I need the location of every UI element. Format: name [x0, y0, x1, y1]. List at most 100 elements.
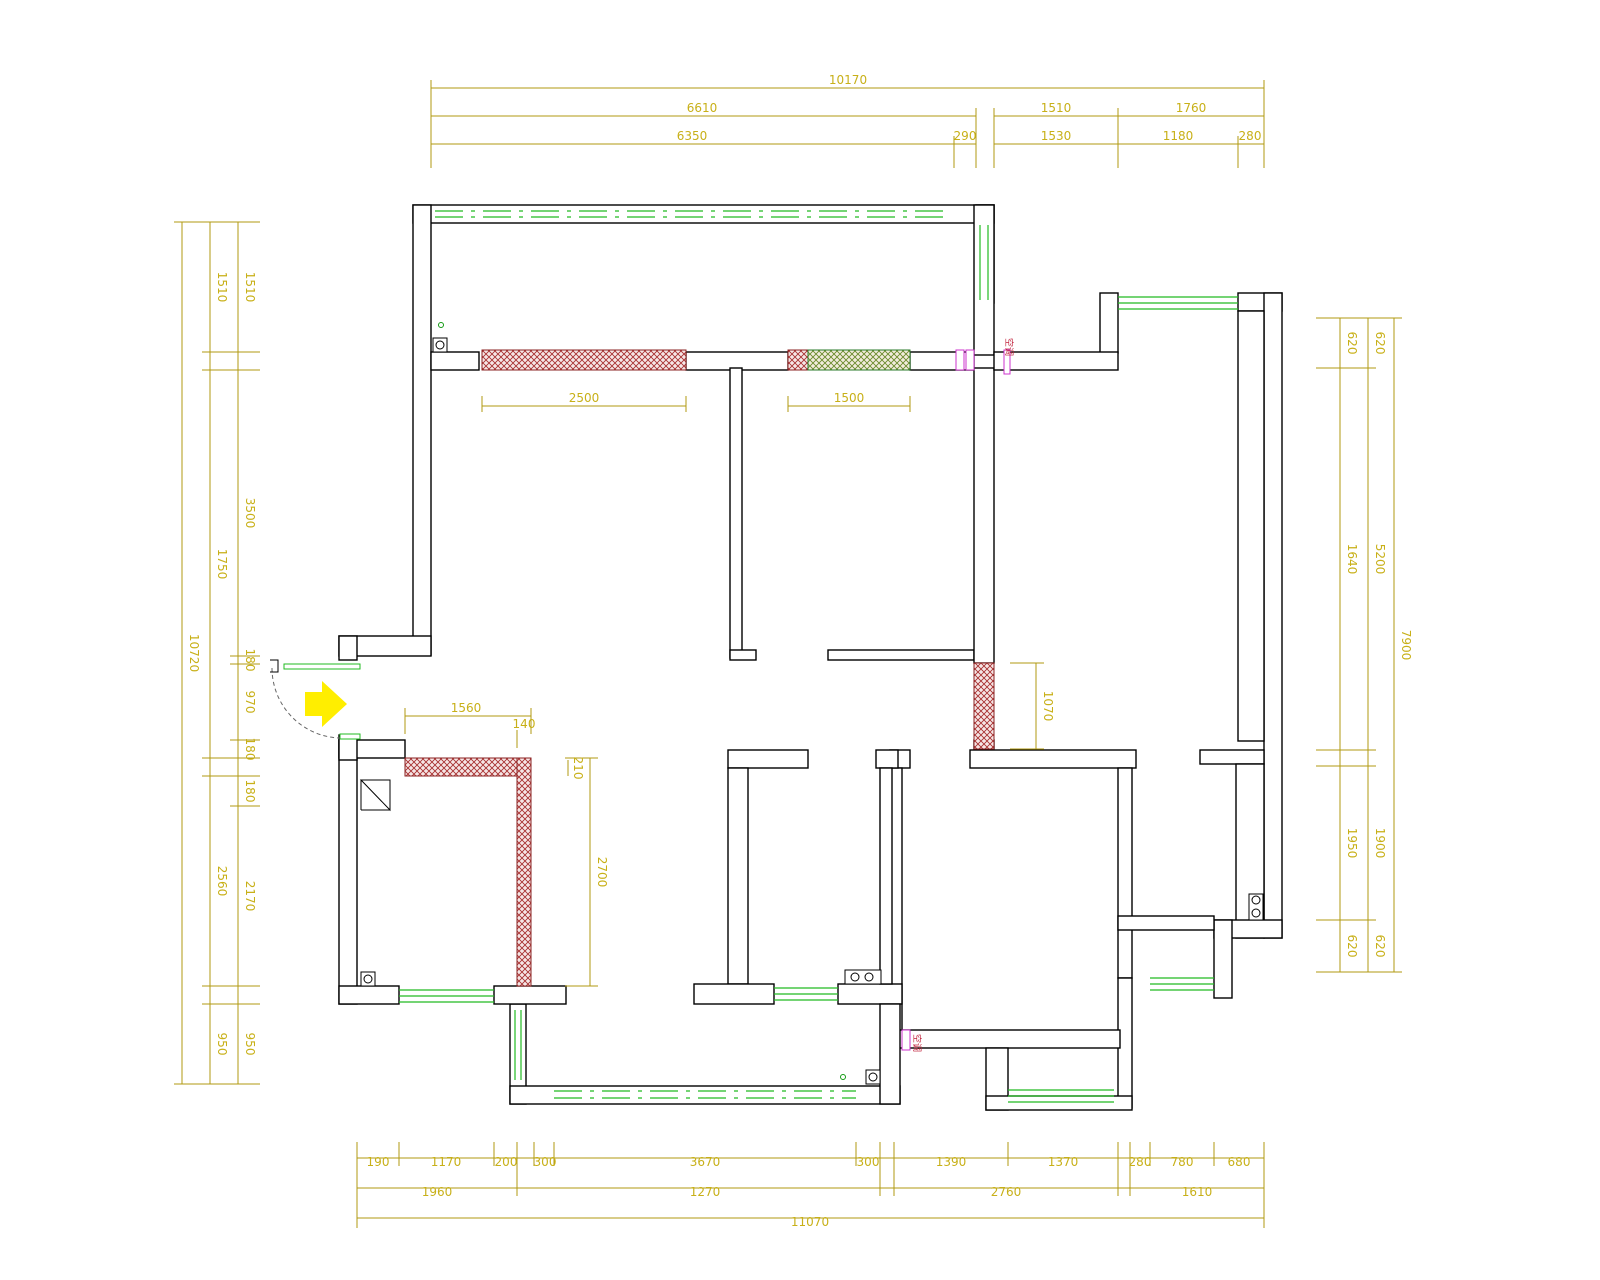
dim-top-row3: 280 — [1239, 129, 1262, 143]
entry-door-swing — [271, 667, 341, 739]
wall-central-mid — [973, 367, 995, 664]
wall-lower-mid-bottom — [889, 1029, 1121, 1049]
window-bottom-south — [554, 1090, 856, 1099]
wall-right-balcony-left — [1099, 292, 1119, 354]
partition-hatch-upper-right-cap — [787, 349, 809, 371]
windows — [399, 210, 1238, 1103]
dim-left-inner: 950 — [243, 1033, 257, 1056]
wall-center-right-cap — [875, 749, 899, 769]
drain-icon — [1251, 908, 1261, 918]
entrance — [270, 659, 361, 740]
ac-unit-icon — [955, 349, 965, 371]
entry-door-leaf-bottom — [339, 733, 361, 740]
wall-center-left — [727, 767, 749, 985]
partition-hatch-lower-left-top — [404, 757, 532, 777]
wall-right-stub — [1199, 749, 1265, 765]
dim-bottom-row1: 280 — [1129, 1155, 1152, 1169]
dim-top-row2: 1760 — [1176, 101, 1207, 115]
dim-left-inner: 970 — [243, 691, 257, 714]
dim-right-mid: 620 — [1373, 332, 1387, 355]
entry-door-leaf-top — [283, 663, 361, 670]
entry-door-hinge — [270, 659, 279, 673]
dim-bottom-row1: 200 — [495, 1155, 518, 1169]
dim-right-mid: 620 — [1373, 935, 1387, 958]
wall-balcony-divider-1 — [430, 351, 480, 371]
dim-bottom-row1: 1390 — [936, 1155, 967, 1169]
dim-left-mid: 1510 — [215, 272, 229, 303]
wall-right-lower-vertical — [1213, 919, 1233, 999]
floor-drain-icon — [438, 322, 444, 328]
walls — [338, 204, 1283, 1111]
drain-icon — [435, 340, 445, 350]
dim-right-inner: 620 — [1345, 332, 1359, 355]
dim-bottom-total: 11070 — [791, 1215, 829, 1229]
dim-bottom-row1: 300 — [534, 1155, 557, 1169]
dim-bottom-row1: 300 — [857, 1155, 880, 1169]
entrance-arrow-icon — [305, 681, 347, 727]
ac-unit-icon — [901, 1029, 911, 1051]
wall-bottom-south — [509, 1085, 901, 1105]
dim-interior: 210 — [571, 757, 585, 780]
wall-lower-left-outer — [338, 739, 358, 1005]
partition-hatch-central — [973, 662, 995, 750]
dim-bottom-row2: 1270 — [690, 1185, 721, 1199]
dim-top-row3: 1530 — [1041, 129, 1072, 143]
window-bath-right — [1150, 977, 1214, 991]
wall-balcony-divider-2 — [685, 351, 789, 371]
wall-lower-right-divider — [1117, 767, 1133, 979]
dim-bottom-row1: 780 — [1171, 1155, 1194, 1169]
dim-left-inner: 180 — [243, 649, 257, 672]
dim-bottom-row1: 1170 — [431, 1155, 462, 1169]
dim-left-mid: 2560 — [215, 866, 229, 897]
wall-lower-left-bottom-1 — [338, 985, 400, 1005]
fixtures: 空调 空调 — [359, 322, 1264, 1085]
dim-bottom-row1: 1370 — [1048, 1155, 1079, 1169]
window-top-right — [979, 225, 989, 300]
dim-top-row3: 6350 — [677, 129, 708, 143]
partition-hatch-upper-right — [807, 349, 911, 371]
window-lower-left — [399, 989, 494, 1003]
dim-left-inner: 180 — [243, 738, 257, 761]
wall-left-upper — [412, 204, 432, 656]
wall-upper-room-divider — [729, 367, 743, 659]
wall-center-bottom-right — [837, 983, 903, 1005]
dim-top-row2: 6610 — [687, 101, 718, 115]
wall-center-right — [879, 767, 893, 985]
dim-right-inner: 1950 — [1345, 828, 1359, 859]
dim-left-inner: 3500 — [243, 498, 257, 529]
wall-right-outer — [1263, 292, 1283, 939]
wall-entry-top-stub — [338, 635, 358, 661]
dim-right-inner: 620 — [1345, 935, 1359, 958]
dim-left-inner: 2170 — [243, 881, 257, 912]
dim-top-total: 10170 — [829, 73, 867, 87]
drain-icon — [868, 1072, 878, 1082]
dim-interior: 2700 — [595, 857, 609, 888]
dim-left-mid: 1750 — [215, 549, 229, 580]
flue-icon — [359, 779, 391, 812]
floor-drain-icon — [840, 1074, 846, 1080]
dim-top-row3: 1180 — [1163, 129, 1194, 143]
partition-hatch-upper-left — [481, 349, 687, 371]
window-top-north — [435, 210, 950, 218]
drain-icon — [850, 972, 860, 982]
dim-right-mid: 5200 — [1373, 544, 1387, 575]
drain-box-center — [844, 969, 882, 985]
dim-left-outer: 10720 — [187, 634, 201, 672]
drain-icon — [363, 974, 373, 984]
wall-central-upper — [973, 204, 995, 356]
dimension-lines — [174, 80, 1402, 1228]
dim-right-mid: 1900 — [1373, 828, 1387, 859]
dim-right-outer: 7900 — [1399, 630, 1413, 661]
wall-mid-right — [969, 749, 1137, 769]
wall-center-bottom-left — [693, 983, 775, 1005]
wall-bath-top — [1117, 915, 1215, 931]
partitions — [404, 349, 995, 987]
dimension-labels: 10170 6610 1510 1760 6350 290 1530 1180 … — [187, 73, 1413, 1229]
wall-top-north — [412, 204, 995, 224]
wall-lower-left-bottom-2 — [493, 985, 567, 1005]
window-bottom-balcony-side — [514, 1010, 522, 1080]
dim-interior: 1070 — [1041, 691, 1055, 722]
dim-bottom-row2: 1960 — [422, 1185, 453, 1199]
dim-bottom-row1: 680 — [1228, 1155, 1251, 1169]
dim-left-inner: 1510 — [243, 272, 257, 303]
